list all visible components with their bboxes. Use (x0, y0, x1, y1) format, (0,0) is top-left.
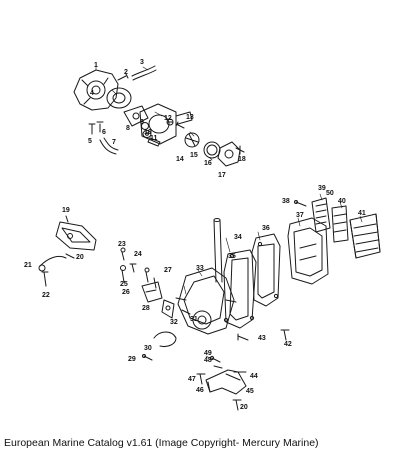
part-callout-29: 29 (128, 356, 136, 363)
fuel-pump-body (139, 103, 193, 145)
fuel-hose (131, 65, 157, 81)
reed-stop-39 (311, 197, 331, 233)
part-callout-33: 33 (196, 265, 204, 272)
small-screw (117, 73, 129, 81)
part-callout-31: 31 (190, 316, 198, 323)
fasteners-46-49 (196, 355, 242, 411)
part-callout-6: 6 (102, 129, 106, 136)
part-callout-3: 3 (140, 59, 144, 66)
fittings-5-6 (88, 121, 104, 135)
screw-43 (237, 333, 249, 341)
tube-34 (213, 218, 223, 283)
part-callout-11: 11 (150, 135, 158, 142)
screws-29-31 (142, 309, 191, 361)
throttle-plate (123, 105, 149, 127)
bracket-19 (55, 215, 97, 251)
spring-10 (142, 130, 152, 138)
fitting-18 (235, 145, 245, 155)
reed-block-37 (287, 217, 329, 285)
screw-42 (280, 329, 290, 341)
part-callout-12: 12 (164, 115, 172, 122)
part-callout-5: 5 (88, 138, 92, 145)
part-callout-13: 13 (186, 114, 194, 121)
part-callout-20: 20 (76, 254, 84, 261)
part-callout-50: 50 (326, 190, 334, 197)
part-callout-23: 23 (118, 241, 126, 248)
linkage-44-45 (205, 369, 247, 395)
part-callout-14: 14 (176, 156, 184, 163)
part-callout-25: 25 (120, 281, 128, 288)
part-callout-21: 21 (24, 262, 32, 269)
part-callout-27: 27 (164, 267, 172, 274)
reed-petals-40 (331, 205, 349, 243)
leader-lines-top (95, 64, 213, 161)
part-callout-32: 32 (170, 319, 178, 326)
pump-cover-17 (217, 141, 241, 167)
part-callout-45: 45 (246, 388, 254, 395)
linkage-21 (38, 255, 67, 272)
part-callout-49: 49 (204, 350, 212, 357)
screws-20-22 (41, 253, 75, 287)
part-callout-19: 19 (62, 207, 70, 214)
part-callout-46: 46 (196, 387, 204, 394)
fittings-23-27 (120, 247, 157, 289)
elbow-7 (99, 137, 119, 155)
part-callout-24: 24 (134, 251, 142, 258)
part-callout-9: 9 (140, 119, 144, 126)
part-callout-20-bottom: 20 (240, 404, 248, 411)
lever-32 (161, 299, 175, 319)
part-callout-40: 40 (338, 198, 346, 205)
part-callout-28: 28 (142, 305, 150, 312)
reed-plate-36 (251, 233, 281, 307)
part-callout-43: 43 (258, 335, 266, 342)
part-callout-22: 22 (42, 292, 50, 299)
part-callout-34: 34 (234, 234, 242, 241)
part-callout-38: 38 (282, 198, 290, 205)
part-callout-2: 2 (124, 69, 128, 76)
leader-lines-bottom (183, 193, 363, 359)
part-callout-41: 41 (358, 210, 366, 217)
part-callout-35: 35 (228, 253, 236, 260)
pin-38 (294, 200, 307, 207)
part-callout-17: 17 (218, 172, 226, 179)
part-callout-26: 26 (122, 289, 130, 296)
intake-manifold-33 (175, 267, 237, 335)
diaphragm-15 (184, 132, 200, 148)
part-callout-36: 36 (262, 225, 270, 232)
plunger-11 (147, 137, 161, 147)
screw-13 (175, 121, 185, 129)
washer-9 (141, 122, 149, 130)
carburetor-gasket (106, 87, 132, 109)
reed-cage-41 (349, 213, 381, 259)
image-caption: European Marine Catalog v1.61 (Image Cop… (4, 437, 319, 449)
part-callout-30: 30 (144, 345, 152, 352)
exploded-parts-diagram: 1234567891011121314151617181920212223242… (24, 59, 381, 411)
part-callout-18: 18 (238, 156, 246, 163)
part-callout-4: 4 (90, 90, 94, 97)
part-callout-8: 8 (126, 125, 130, 132)
part-callout-15: 15 (190, 152, 198, 159)
part-callout-47: 47 (188, 376, 196, 383)
carburetor-body (73, 69, 119, 111)
part-callout-10: 10 (144, 129, 152, 136)
part-callout-48: 48 (204, 357, 212, 364)
clip-12 (166, 118, 174, 126)
part-callout-42: 42 (284, 341, 292, 348)
clamp-30 (153, 331, 177, 347)
part-callout-44: 44 (250, 373, 258, 380)
part-callout-39: 39 (318, 185, 326, 192)
part-callout-16: 16 (204, 160, 212, 167)
gasket-35 (223, 249, 257, 329)
bracket-28 (141, 281, 163, 303)
part-callout-1: 1 (94, 62, 98, 69)
part-callout-37: 37 (296, 212, 304, 219)
part-callout-7: 7 (112, 139, 116, 146)
diaphragm-gasket-16 (203, 141, 221, 159)
